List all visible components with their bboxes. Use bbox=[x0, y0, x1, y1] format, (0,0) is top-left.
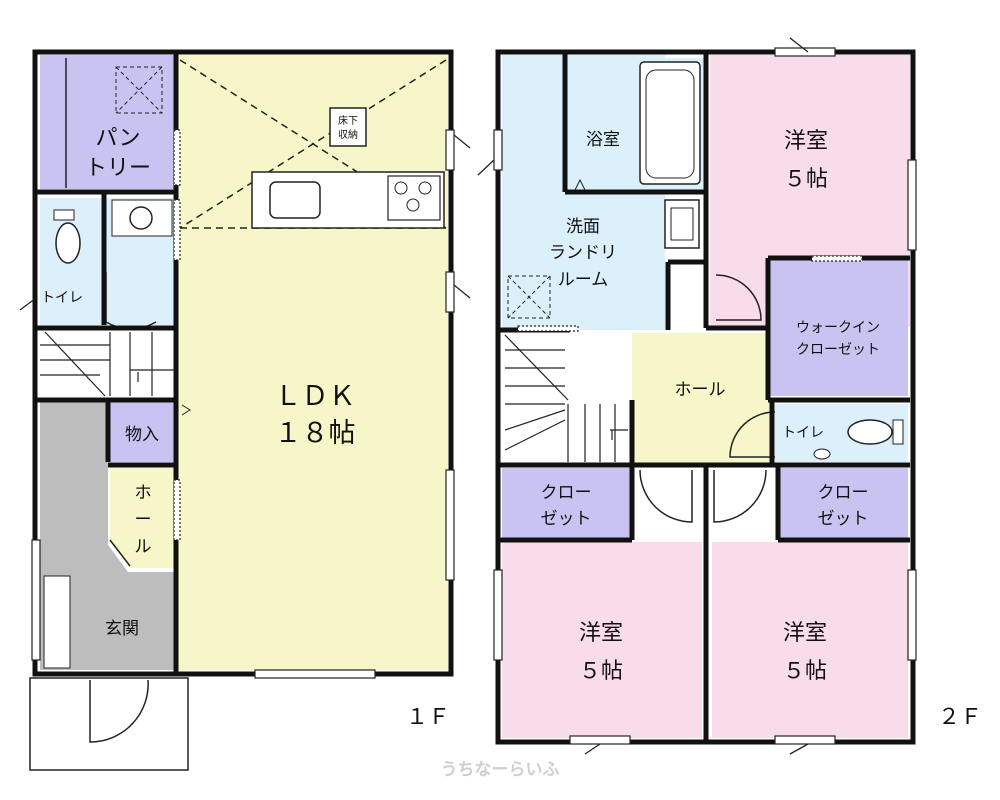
bath-label: 浴室 bbox=[586, 130, 620, 150]
closet-left-fill bbox=[502, 468, 632, 540]
ldk-label-1: ＬＤＫ bbox=[275, 381, 356, 412]
toilet-2f-label: トイレ bbox=[782, 425, 824, 441]
shoe-cabinet bbox=[43, 575, 71, 669]
closet-right-fill bbox=[778, 468, 908, 540]
western-se-fill bbox=[712, 542, 908, 738]
western-sw-fill bbox=[502, 542, 702, 738]
storage-fill bbox=[110, 400, 175, 462]
floor-2f: 浴室 洗面 ランドリ ルーム 洋室 ５帖 ウォークイン クローゼット ホール ト… bbox=[477, 37, 982, 755]
hall-1f-label-2: ー bbox=[135, 510, 152, 530]
entrance-fill bbox=[40, 400, 175, 670]
toilet-1f-label: トイレ bbox=[41, 290, 83, 306]
western-ne-label-2: ５帖 bbox=[784, 167, 828, 192]
floor-1f: パン トリー トイレ ＬＤＫ １８帖 物入 ホ ー ル 玄関 床下 収納 １Ｆ bbox=[19, 49, 471, 771]
hall-1f-label-3: ル bbox=[135, 537, 152, 557]
closet-right-label-1: クロー bbox=[818, 483, 869, 503]
toilet-icon bbox=[813, 419, 904, 460]
closet-left-label-1: クロー bbox=[541, 483, 592, 503]
western-ne-label-1: 洋室 bbox=[784, 129, 828, 154]
underfloor-label-2: 収納 bbox=[338, 128, 358, 141]
closet-right-label-2: ゼット bbox=[818, 509, 869, 529]
entrance-door bbox=[29, 677, 189, 771]
laundry-label-1: 洗面 bbox=[566, 217, 600, 237]
floor-1f-label: １Ｆ bbox=[406, 705, 450, 730]
ldk-fill bbox=[178, 55, 448, 670]
hall-1f-fill bbox=[110, 468, 175, 568]
western-se-label-2: ５帖 bbox=[783, 659, 827, 684]
stove-icon bbox=[387, 175, 441, 221]
wic-fill bbox=[770, 260, 908, 396]
western-sw-label-2: ５帖 bbox=[579, 659, 623, 684]
western-sw-label-1: 洋室 bbox=[579, 621, 623, 646]
underfloor-storage-box bbox=[329, 107, 367, 147]
watermark: うちなーらいふ bbox=[441, 760, 560, 780]
window-icon bbox=[493, 47, 917, 745]
pantry-label-2: トリー bbox=[85, 156, 151, 181]
pantry-fill bbox=[40, 55, 175, 189]
laundry-label-3: ルーム bbox=[558, 270, 609, 290]
pantry-label-1: パン bbox=[95, 126, 140, 151]
door-swing-icon bbox=[639, 274, 776, 523]
pantry-hatch-icon bbox=[115, 66, 163, 114]
washbasin-2f bbox=[664, 199, 700, 249]
wic-label-2: クローゼット bbox=[796, 342, 880, 358]
floor-2f-label: ２Ｆ bbox=[938, 705, 982, 730]
entrance-label: 玄関 bbox=[105, 619, 139, 639]
staircase-icon bbox=[504, 334, 628, 462]
closet-left-label-2: ゼット bbox=[541, 509, 592, 529]
staircase-icon bbox=[40, 331, 175, 397]
western-se-label-1: 洋室 bbox=[783, 621, 827, 646]
storage-label: 物入 bbox=[125, 425, 159, 445]
washer-hatch bbox=[507, 275, 551, 319]
underfloor-label-1: 床下 bbox=[338, 114, 358, 127]
hall-1f-label-1: ホ bbox=[135, 483, 152, 503]
sink-icon bbox=[111, 199, 173, 237]
window-icon bbox=[31, 129, 455, 679]
wic-label-1: ウォークイン bbox=[796, 320, 880, 336]
toilet-icon bbox=[53, 209, 81, 264]
stair-1f-fill bbox=[40, 330, 175, 398]
ldk-label-2: １８帖 bbox=[275, 418, 356, 449]
bathtub-icon bbox=[639, 61, 701, 185]
hall-2f-label: ホール bbox=[675, 380, 726, 400]
laundry-label-2: ランドリ bbox=[549, 243, 617, 263]
